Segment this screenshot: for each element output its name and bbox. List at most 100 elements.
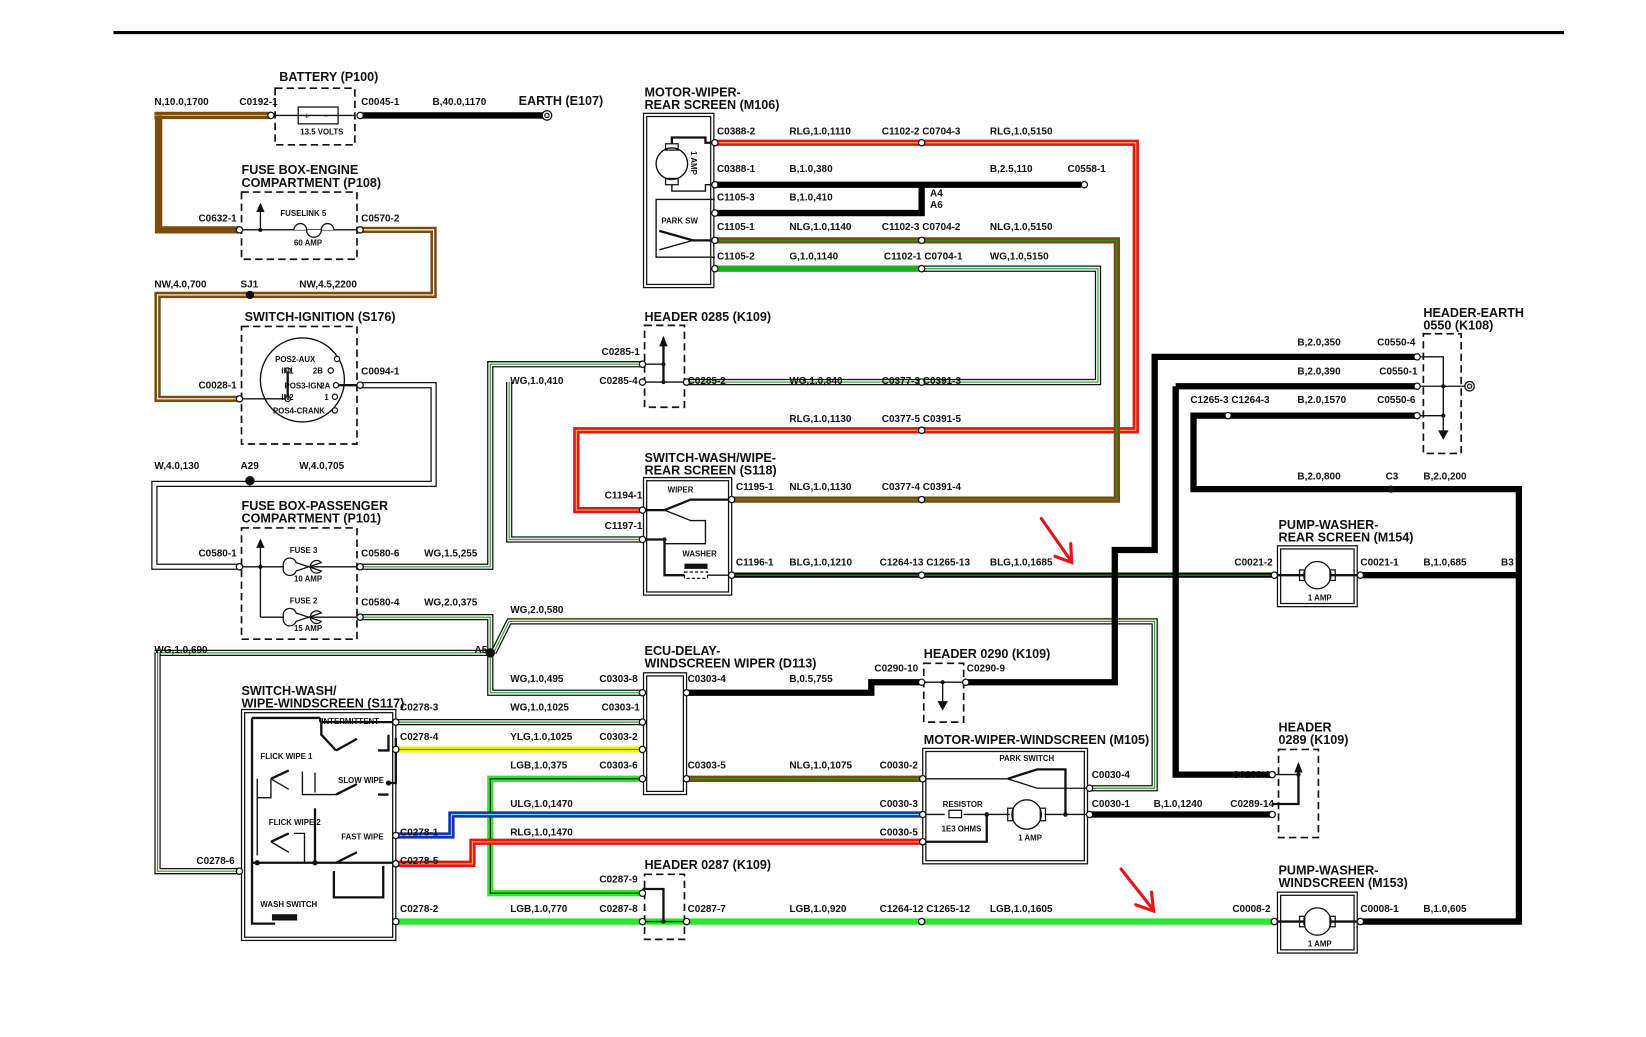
connector-label: C1105-2 <box>717 251 755 262</box>
connector-label: C0287-8 <box>599 904 638 915</box>
wire-label: NW,4.5,2200 <box>299 280 357 291</box>
wire-label: NLG,1.0,1130 <box>789 482 852 493</box>
connector-label: C0028-1 <box>198 380 237 391</box>
battery-voltage: 13.5 VOLTS <box>300 127 343 136</box>
connector-pin-icon <box>1270 917 1279 926</box>
svg-text:HEADER: HEADER <box>1279 721 1332 735</box>
connector-label: C1102-3 C0704-2 <box>882 222 961 233</box>
connector-label: C0558-1 <box>1068 164 1107 175</box>
wire-wg-690 <box>154 652 240 875</box>
wire-label: B,1.0,1240 <box>1154 799 1203 810</box>
wire-b-to-earth1 <box>965 353 1418 686</box>
connector-pin-icon <box>638 360 647 368</box>
splice-label: A29 <box>240 461 259 472</box>
connector-label: C0550-4 <box>1377 337 1416 348</box>
svg-text:WASHER: WASHER <box>682 549 717 558</box>
connector-label: C0377-3 C0391-3 <box>882 376 962 387</box>
pump-washer-windscreen-m153: PUMP-WASHER- WINDSCREEN (M153) 1 AMP <box>1274 863 1408 954</box>
wire-label: NLG,1.0,1075 <box>789 760 852 771</box>
svg-text:2B: 2B <box>313 367 323 376</box>
pump-washer-rear-screen-m154: PUMP-WASHER- REAR SCREEN (M154) 1 AMP <box>1274 518 1413 608</box>
connector-pin-icon <box>1224 411 1232 420</box>
connector-pin-icon <box>917 917 926 926</box>
connector-pin-icon <box>917 678 926 687</box>
wire-labels: N,10.0,1700 C0192-1 C0045-1 B,40.0,1170 … <box>154 97 1514 915</box>
header-0290-k109: HEADER 0290 (K109) <box>921 647 1050 723</box>
connector-pin-icon <box>392 745 400 754</box>
connector-pin-icon <box>711 236 719 245</box>
connector-pin-icon <box>356 613 364 621</box>
connector-label: C0030-2 <box>880 760 919 771</box>
connector-label: C0030-1 <box>1092 799 1131 810</box>
wire-label: ULG,1.0,1470 <box>510 799 573 810</box>
wire-b-to-0289 <box>1172 386 1273 778</box>
wire-label: B,2.0,350 <box>1297 337 1341 348</box>
connector-label: C1265-3 C1264-3 <box>1190 395 1270 406</box>
splice-node-icon <box>1387 485 1395 493</box>
wire-label: NW,4.0,700 <box>154 280 207 291</box>
wire-label: LGB,1.0,920 <box>789 904 847 915</box>
connector-label: C0303-5 <box>688 760 727 771</box>
splice-label: SJ1 <box>240 280 258 291</box>
wire-label: B,1.0,410 <box>789 192 833 203</box>
connector-pin-icon <box>682 775 691 783</box>
fusebox-passenger-p101: FUSE BOX-PASSENGER COMPARTMENT (P101) FU… <box>239 499 388 641</box>
connector-label: C1197-1 <box>605 521 643 532</box>
connector-pin-icon <box>1085 784 1094 793</box>
connector-label: C0632-1 <box>198 213 237 224</box>
connector-label: C0388-2 <box>717 126 756 137</box>
connector-label: C1195-1 <box>736 482 774 493</box>
wire-label: WG,2.0,375 <box>424 598 478 609</box>
wire-wg-410 <box>506 382 643 543</box>
battery-plus: + <box>305 112 310 121</box>
connector-label: C0303-2 <box>599 732 638 743</box>
splice-label: C3 <box>1386 472 1399 483</box>
svg-text:SWITCH-WASH/WIPE-: SWITCH-WASH/WIPE- <box>645 451 776 465</box>
switch-ignition-s176: SWITCH-IGNITION (S176) POS2-AUX IN1 2B P… <box>240 310 396 445</box>
wire-b-410 <box>714 184 925 217</box>
connector-label: C0290-9 <box>967 664 1006 675</box>
wire-label: G,1.0,1140 <box>789 251 838 262</box>
wire-ulg-1470 <box>395 811 923 839</box>
wire-label: NLG,1.0,5150 <box>990 222 1053 233</box>
connector-pin-icon <box>711 209 719 217</box>
connector-pin-icon <box>1270 571 1279 579</box>
connector-pin-icon <box>918 775 927 783</box>
connector-pin-icon <box>711 138 719 147</box>
wire-label: WG,1.0,1025 <box>510 703 569 714</box>
wire-label: LGB,1.0,375 <box>510 760 568 771</box>
svg-text:2A: 2A <box>320 381 330 390</box>
wire-label: B,1.0,380 <box>789 164 833 175</box>
wire-label: B,2.0,390 <box>1297 367 1341 378</box>
wire-label: LGB,1.0,770 <box>510 904 568 915</box>
connector-pin-icon <box>638 506 647 514</box>
battery-p100: BATTERY (P100) + − 13.5 VOLTS <box>274 70 378 146</box>
splice-node-icon <box>245 290 255 300</box>
connector-label: C1105-3 <box>717 192 755 203</box>
connector-pin-icon <box>392 831 400 840</box>
connector-label: C0045-1 <box>361 97 400 108</box>
svg-text:ECU-DELAY-: ECU-DELAY- <box>645 644 721 658</box>
header-0287-k109: HEADER 0287 (K109) <box>642 858 771 941</box>
wire-label: B,2.0,1570 <box>1297 395 1346 406</box>
connector-label: C0287-7 <box>688 904 727 915</box>
connector-label: C0285-2 <box>688 376 727 387</box>
wire-label: WG,1.5,255 <box>424 548 478 559</box>
svg-text:1: 1 <box>324 393 329 402</box>
connector-label: C0030-5 <box>880 827 919 838</box>
wire-label: WG,1.0,495 <box>510 674 564 685</box>
wire-label: RLG,1.0,1110 <box>789 126 851 137</box>
connector-pin-icon <box>727 495 736 504</box>
splice-label: A4 <box>930 188 943 199</box>
wire-label: YLG,1.0,1025 <box>510 732 573 743</box>
connector-pin-icon <box>917 236 926 245</box>
connector-pin-icon <box>1085 810 1094 819</box>
svg-text:FUSE 3: FUSE 3 <box>290 546 318 555</box>
connector-pin-icon <box>1413 411 1421 420</box>
svg-text:FUSE 2: FUSE 2 <box>290 597 318 606</box>
connector-label: C0303-1 <box>602 703 641 714</box>
connector-label: C1264-12 C1265-12 <box>880 904 971 915</box>
battery-minus: − <box>323 112 328 121</box>
fusebox-engine-p108: FUSE BOX-ENGINE COMPARTMENT (P108) FUSEL… <box>239 163 381 261</box>
